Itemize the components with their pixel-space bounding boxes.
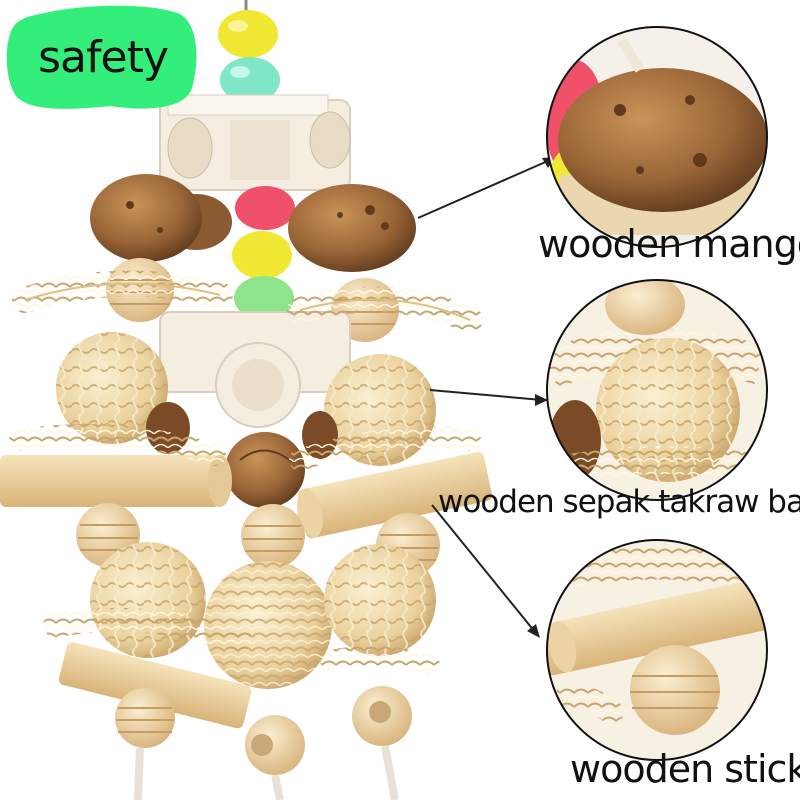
rattan-ball-bottom-right: [324, 544, 436, 656]
wooden-stick-right: [297, 451, 493, 539]
middle-bead-green: [234, 276, 294, 320]
nut-center: [225, 432, 305, 508]
top-bead-yellow: [218, 10, 278, 58]
pvc-connector-lower: [159, 311, 351, 428]
rattan-ball-bottom-left: [90, 542, 206, 658]
rattan-ball-bottom-center: [204, 561, 332, 689]
straw-braid-middle: [9, 424, 481, 471]
wood-bead-bottom-center: [245, 715, 305, 775]
wood-bead-center-middle: [241, 504, 305, 568]
mango-left: [90, 174, 232, 262]
wood-bead-bottom-left: [115, 688, 175, 748]
pvc-connector-top: [159, 94, 351, 191]
middle-bead-yellow: [232, 231, 292, 279]
mango-right: [288, 184, 416, 272]
straw-braid-upper: [12, 270, 483, 333]
zoom-circle-stick: [546, 539, 768, 761]
top-bead-teal: [220, 57, 280, 103]
straw-braid-lower: [43, 608, 440, 675]
label-wooden-sepak-takraw-ball: wooden sepak takraw ball: [438, 484, 800, 520]
zoom-circle-ball: [546, 279, 768, 501]
label-wooden-stick: wooden stick: [570, 747, 800, 791]
arrow-ball: [429, 389, 548, 406]
wooden-stick-left: [0, 455, 232, 507]
wooden-stick-bottom: [58, 642, 252, 729]
safety-badge: safety: [38, 31, 169, 83]
arrow-stick: [431, 504, 540, 638]
cotton-rope-ends: [134, 745, 399, 801]
safety-badge-shape: [6, 5, 197, 109]
wood-bead-bottom-right: [352, 686, 412, 746]
rattan-ball-left: [56, 332, 168, 444]
zoom-circle-mango: [546, 26, 768, 248]
middle-bead-red: [235, 186, 295, 230]
label-wooden-mango: wooden mango: [538, 222, 800, 266]
arrow-mango: [417, 157, 556, 219]
